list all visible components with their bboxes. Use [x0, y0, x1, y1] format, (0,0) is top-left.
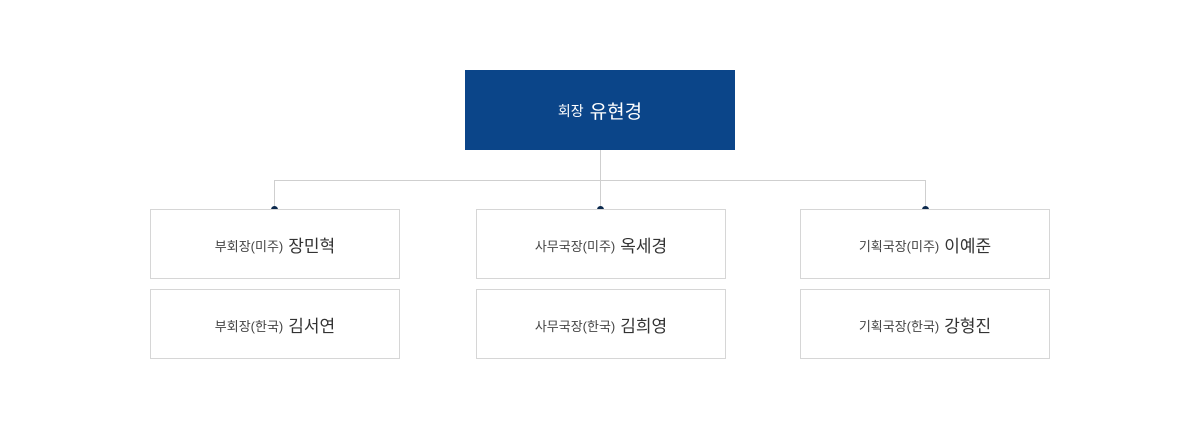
president-role: 회장	[557, 103, 584, 119]
member-name: 김서연	[288, 316, 336, 336]
member-role: 사무국장(한국)	[534, 318, 616, 334]
member-role: 기획국장(미주)	[858, 238, 940, 254]
member-box-secretary-general-us: 사무국장(미주) 옥세경	[476, 209, 726, 279]
member-name: 김희영	[620, 316, 668, 336]
member-name: 옥세경	[620, 236, 668, 256]
member-box-vice-president-us: 부회장(미주) 장민혁	[150, 209, 400, 279]
member-name: 강형진	[944, 316, 992, 336]
member-role: 기획국장(한국)	[858, 318, 940, 334]
member-box-secretary-general-korea: 사무국장(한국) 김희영	[476, 289, 726, 359]
connector-drop-line-1	[274, 180, 275, 209]
president-box: 회장 유현경	[465, 70, 735, 150]
connector-drop-line-2	[600, 180, 601, 209]
member-box-planning-director-korea: 기획국장(한국) 강형진	[800, 289, 1050, 359]
member-role: 사무국장(미주)	[534, 238, 616, 254]
connector-drop-line-3	[925, 180, 926, 209]
member-role: 부회장(한국)	[214, 318, 284, 334]
member-name: 이예준	[944, 236, 992, 256]
president-name: 유현경	[589, 101, 643, 123]
connector-stem-line	[600, 150, 601, 180]
member-box-planning-director-us: 기획국장(미주) 이예준	[800, 209, 1050, 279]
member-name: 장민혁	[288, 236, 336, 256]
member-box-vice-president-korea: 부회장(한국) 김서연	[150, 289, 400, 359]
member-role: 부회장(미주)	[214, 238, 284, 254]
